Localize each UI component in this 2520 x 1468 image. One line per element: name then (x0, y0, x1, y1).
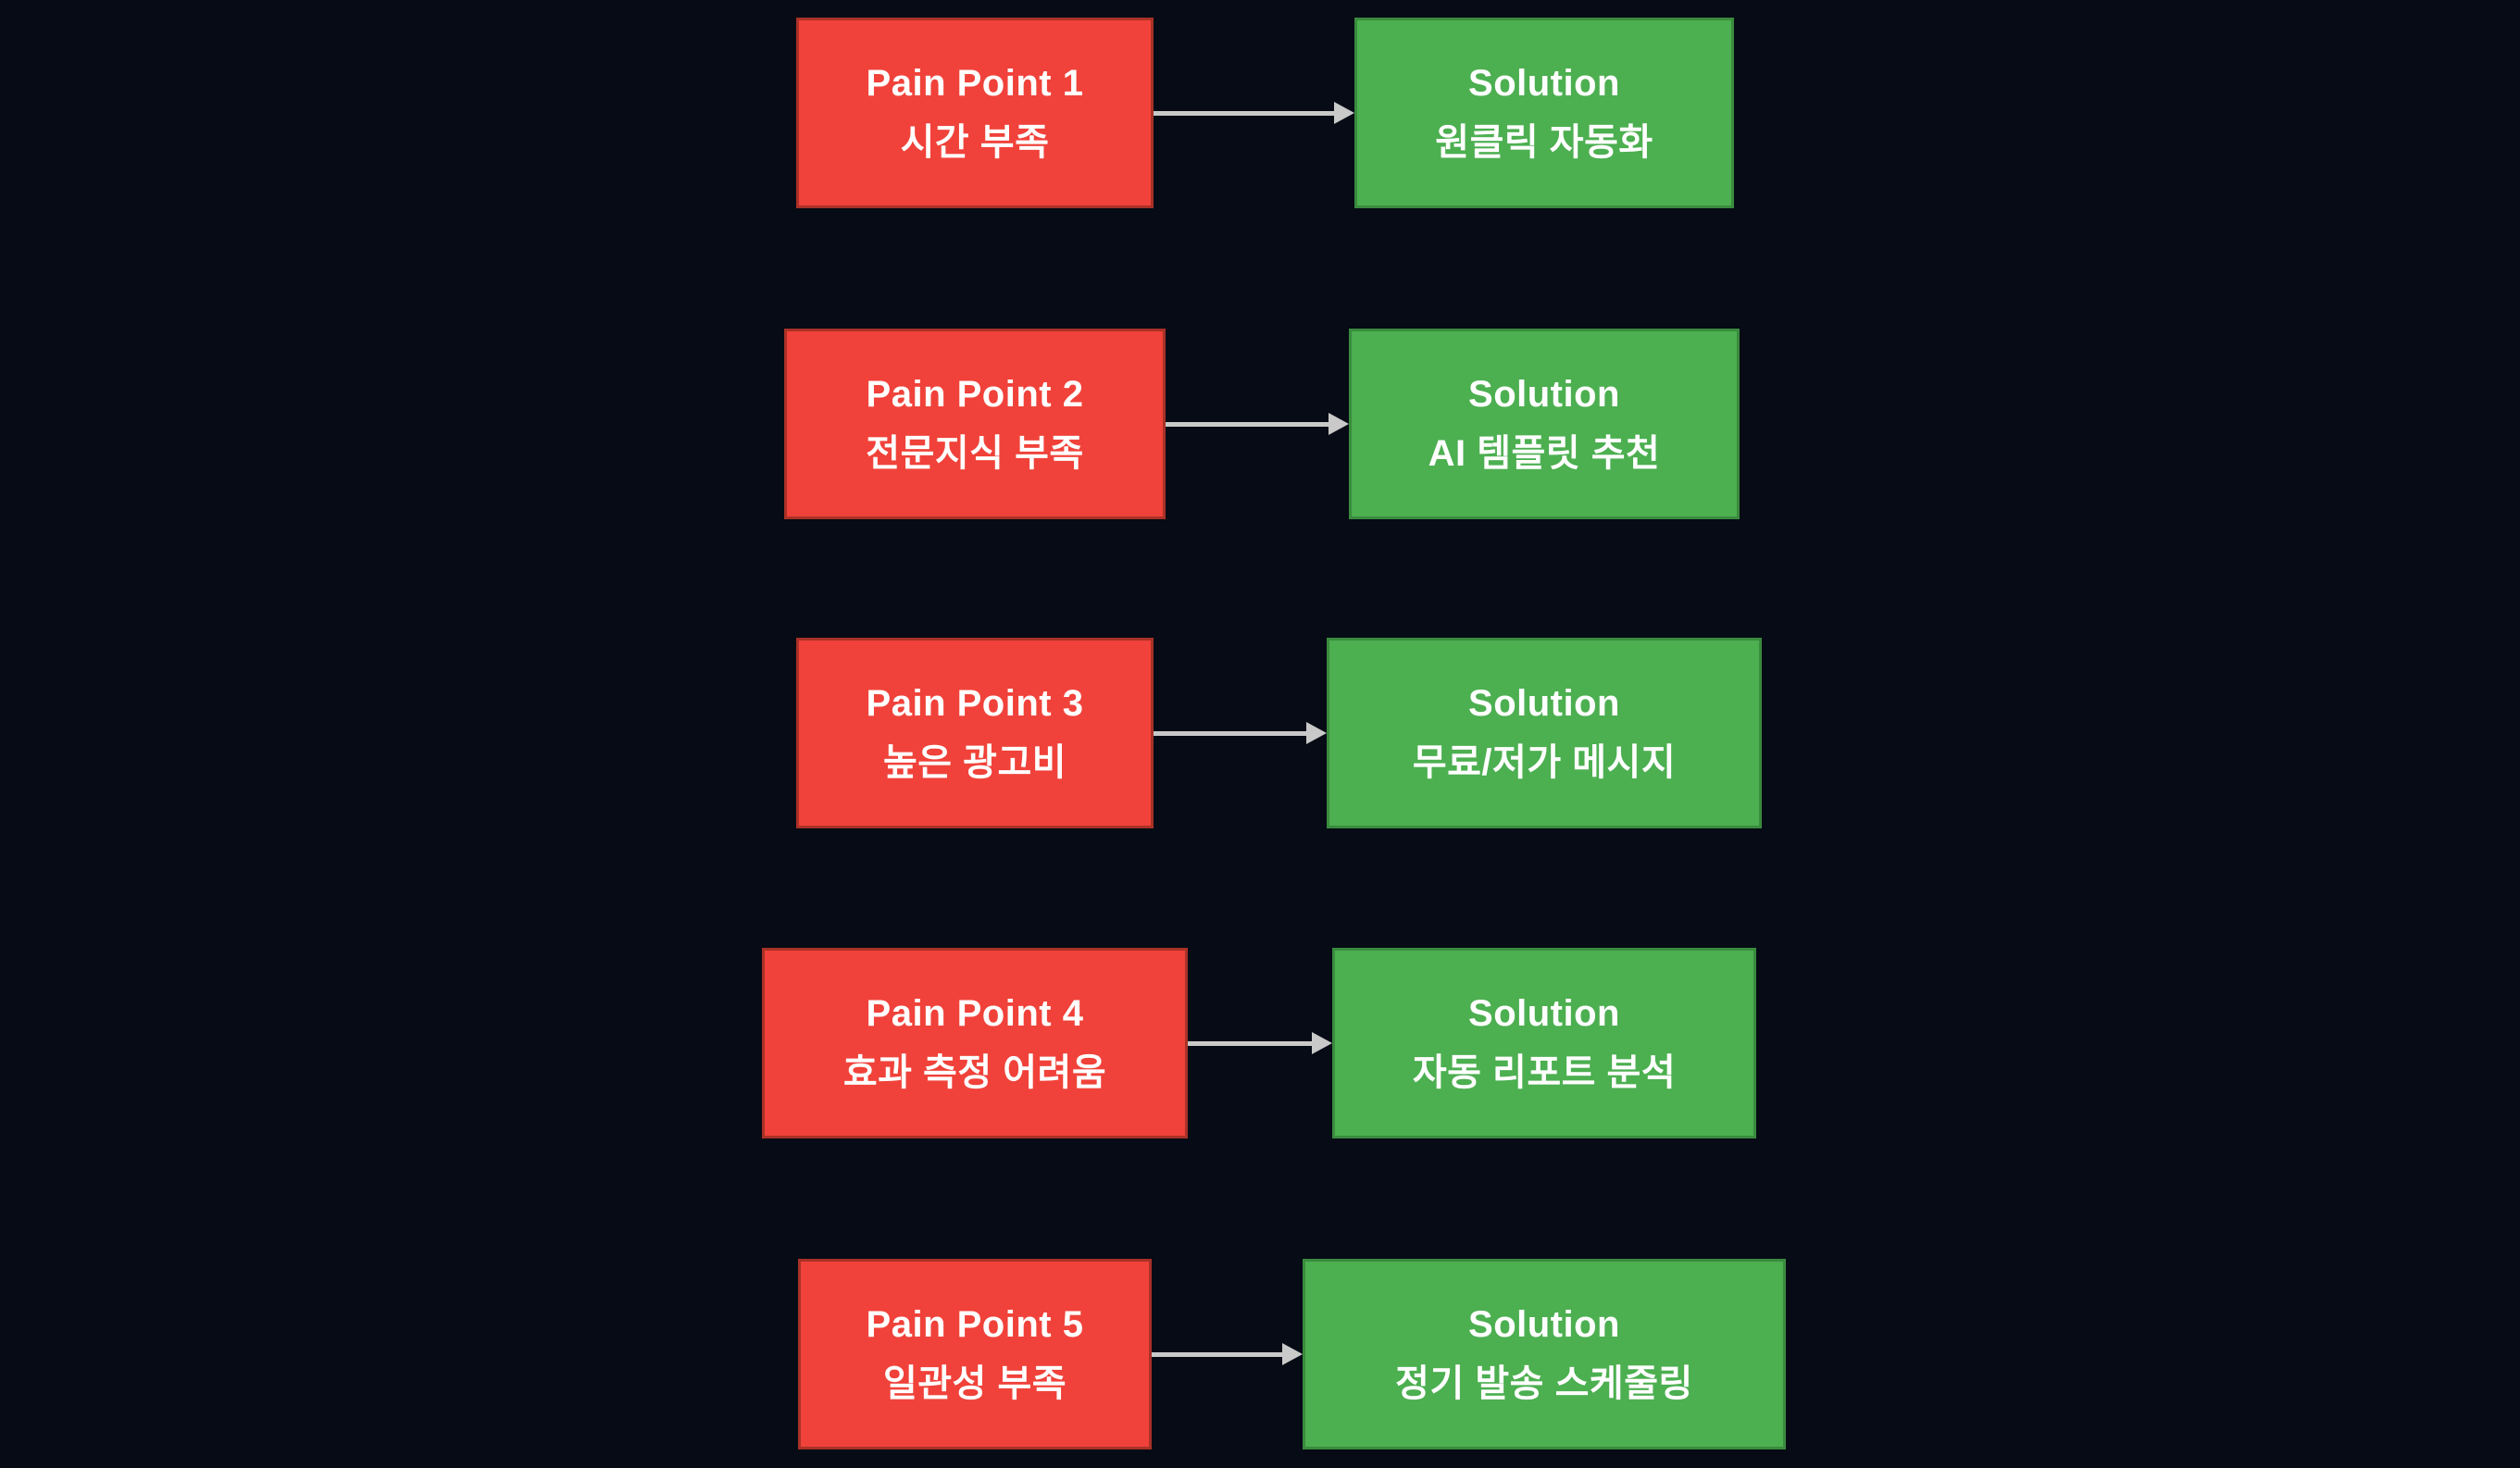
solution-label: 정기 발송 스케줄링 (1395, 1363, 1693, 1404)
arrow-shaft (1154, 110, 1335, 116)
solution-label: AI 템플릿 추천 (1428, 433, 1661, 474)
arrow-right-icon (1154, 18, 1354, 208)
pain-point-box-5: Pain Point 5 일관성 부족 (798, 1259, 1152, 1449)
pain-point-box-2: Pain Point 2 전문지식 부족 (784, 329, 1166, 519)
arrow-head (1282, 1343, 1303, 1365)
solution-title: Solution (1468, 993, 1620, 1034)
solution-label: 원클릭 자동화 (1435, 122, 1653, 163)
arrow-head (1306, 722, 1327, 744)
pain-point-label: 시간 부족 (900, 122, 1050, 163)
mapping-row-5: Pain Point 5 일관성 부족 Solution 정기 발송 스케줄링 (0, 1259, 2520, 1449)
arrow-head (1312, 1032, 1332, 1054)
pain-point-label: 전문지식 부족 (866, 433, 1084, 474)
solution-box-3: Solution 무료/저가 메시지 (1327, 638, 1762, 828)
pain-point-label: 높은 광고비 (882, 742, 1067, 783)
pain-point-label: 일관성 부족 (882, 1363, 1067, 1404)
pain-point-box-1: Pain Point 1 시간 부족 (796, 18, 1154, 208)
pain-point-title: Pain Point 3 (866, 683, 1084, 724)
solution-box-1: Solution 원클릭 자동화 (1354, 18, 1734, 208)
mapping-row-4: Pain Point 4 효과 측정 어려움 Solution 자동 리포트 분… (0, 948, 2520, 1138)
pain-point-box-4: Pain Point 4 효과 측정 어려움 (762, 948, 1188, 1138)
solution-label: 무료/저가 메시지 (1412, 742, 1677, 783)
solution-title: Solution (1468, 374, 1620, 415)
pain-point-box-3: Pain Point 3 높은 광고비 (796, 638, 1154, 828)
pain-point-title: Pain Point 5 (866, 1304, 1084, 1345)
pain-point-label: 효과 측정 어려움 (842, 1052, 1107, 1093)
arrow-shaft (1166, 421, 1329, 427)
pain-point-title: Pain Point 2 (866, 374, 1084, 415)
solution-title: Solution (1468, 1304, 1620, 1345)
solution-title: Solution (1468, 63, 1620, 104)
pain-point-title: Pain Point 1 (866, 63, 1084, 104)
pain-point-title: Pain Point 4 (866, 993, 1084, 1034)
solution-title: Solution (1468, 683, 1620, 724)
solution-box-2: Solution AI 템플릿 추천 (1349, 329, 1740, 519)
mapping-row-2: Pain Point 2 전문지식 부족 Solution AI 템플릿 추천 (0, 329, 2520, 519)
arrow-right-icon (1152, 1259, 1303, 1449)
arrow-shaft (1188, 1040, 1313, 1046)
arrow-head (1334, 102, 1354, 124)
mapping-row-3: Pain Point 3 높은 광고비 Solution 무료/저가 메시지 (0, 638, 2520, 828)
solution-box-4: Solution 자동 리포트 분석 (1332, 948, 1756, 1138)
arrow-head (1329, 413, 1349, 435)
arrow-right-icon (1188, 948, 1332, 1138)
mapping-row-1: Pain Point 1 시간 부족 Solution 원클릭 자동화 (0, 18, 2520, 208)
solution-box-5: Solution 정기 발송 스케줄링 (1303, 1259, 1786, 1449)
arrow-shaft (1152, 1351, 1283, 1357)
arrow-right-icon (1154, 638, 1327, 828)
arrow-right-icon (1166, 329, 1349, 519)
arrow-shaft (1154, 730, 1307, 736)
solution-label: 자동 리포트 분석 (1412, 1052, 1677, 1093)
